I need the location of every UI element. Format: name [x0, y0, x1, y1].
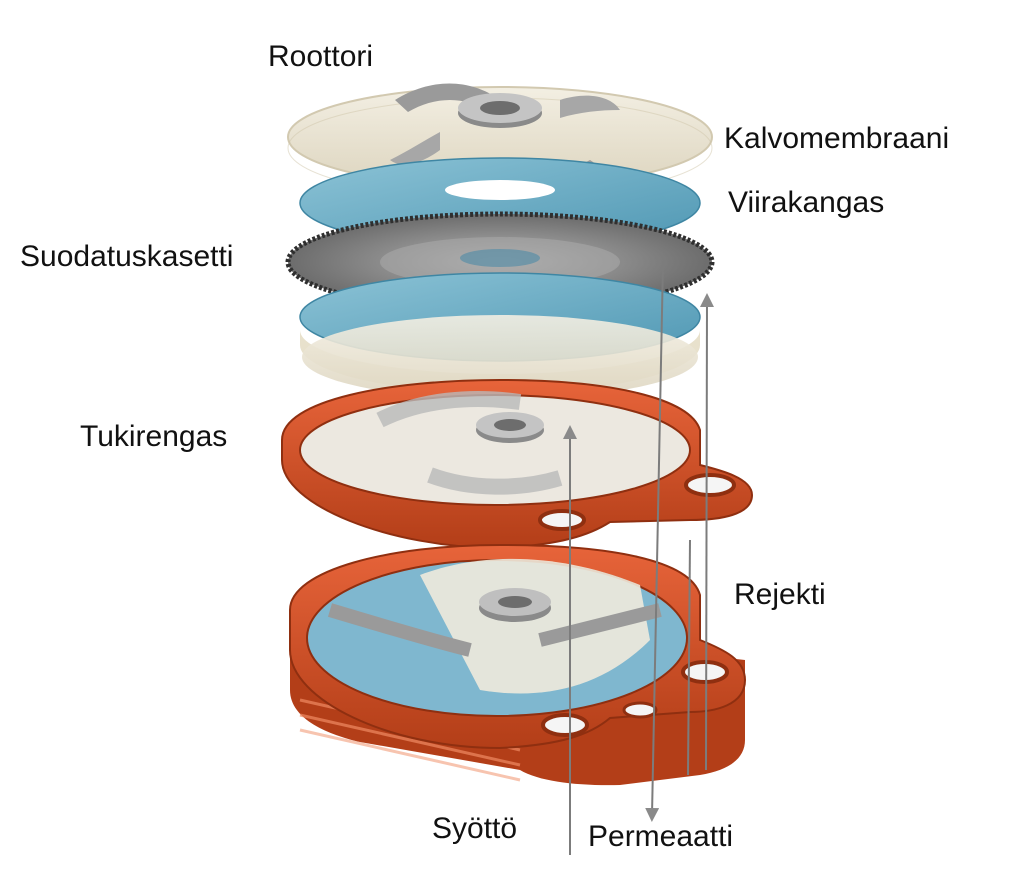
label-rotor: Roottori	[268, 42, 373, 72]
label-reject: Rejekti	[734, 580, 826, 610]
support-ring-upper	[282, 380, 752, 548]
label-filter-cassette: Suodatuskasetti	[20, 242, 233, 272]
label-feed: Syöttö	[432, 814, 517, 844]
label-membrane: Kalvomembraani	[724, 124, 949, 154]
label-support-ring: Tukirengas	[80, 422, 227, 452]
label-wire-cloth: Viirakangas	[728, 188, 884, 218]
support-ring-lower-stack	[290, 545, 745, 785]
label-permeate: Permeaatti	[588, 822, 733, 852]
